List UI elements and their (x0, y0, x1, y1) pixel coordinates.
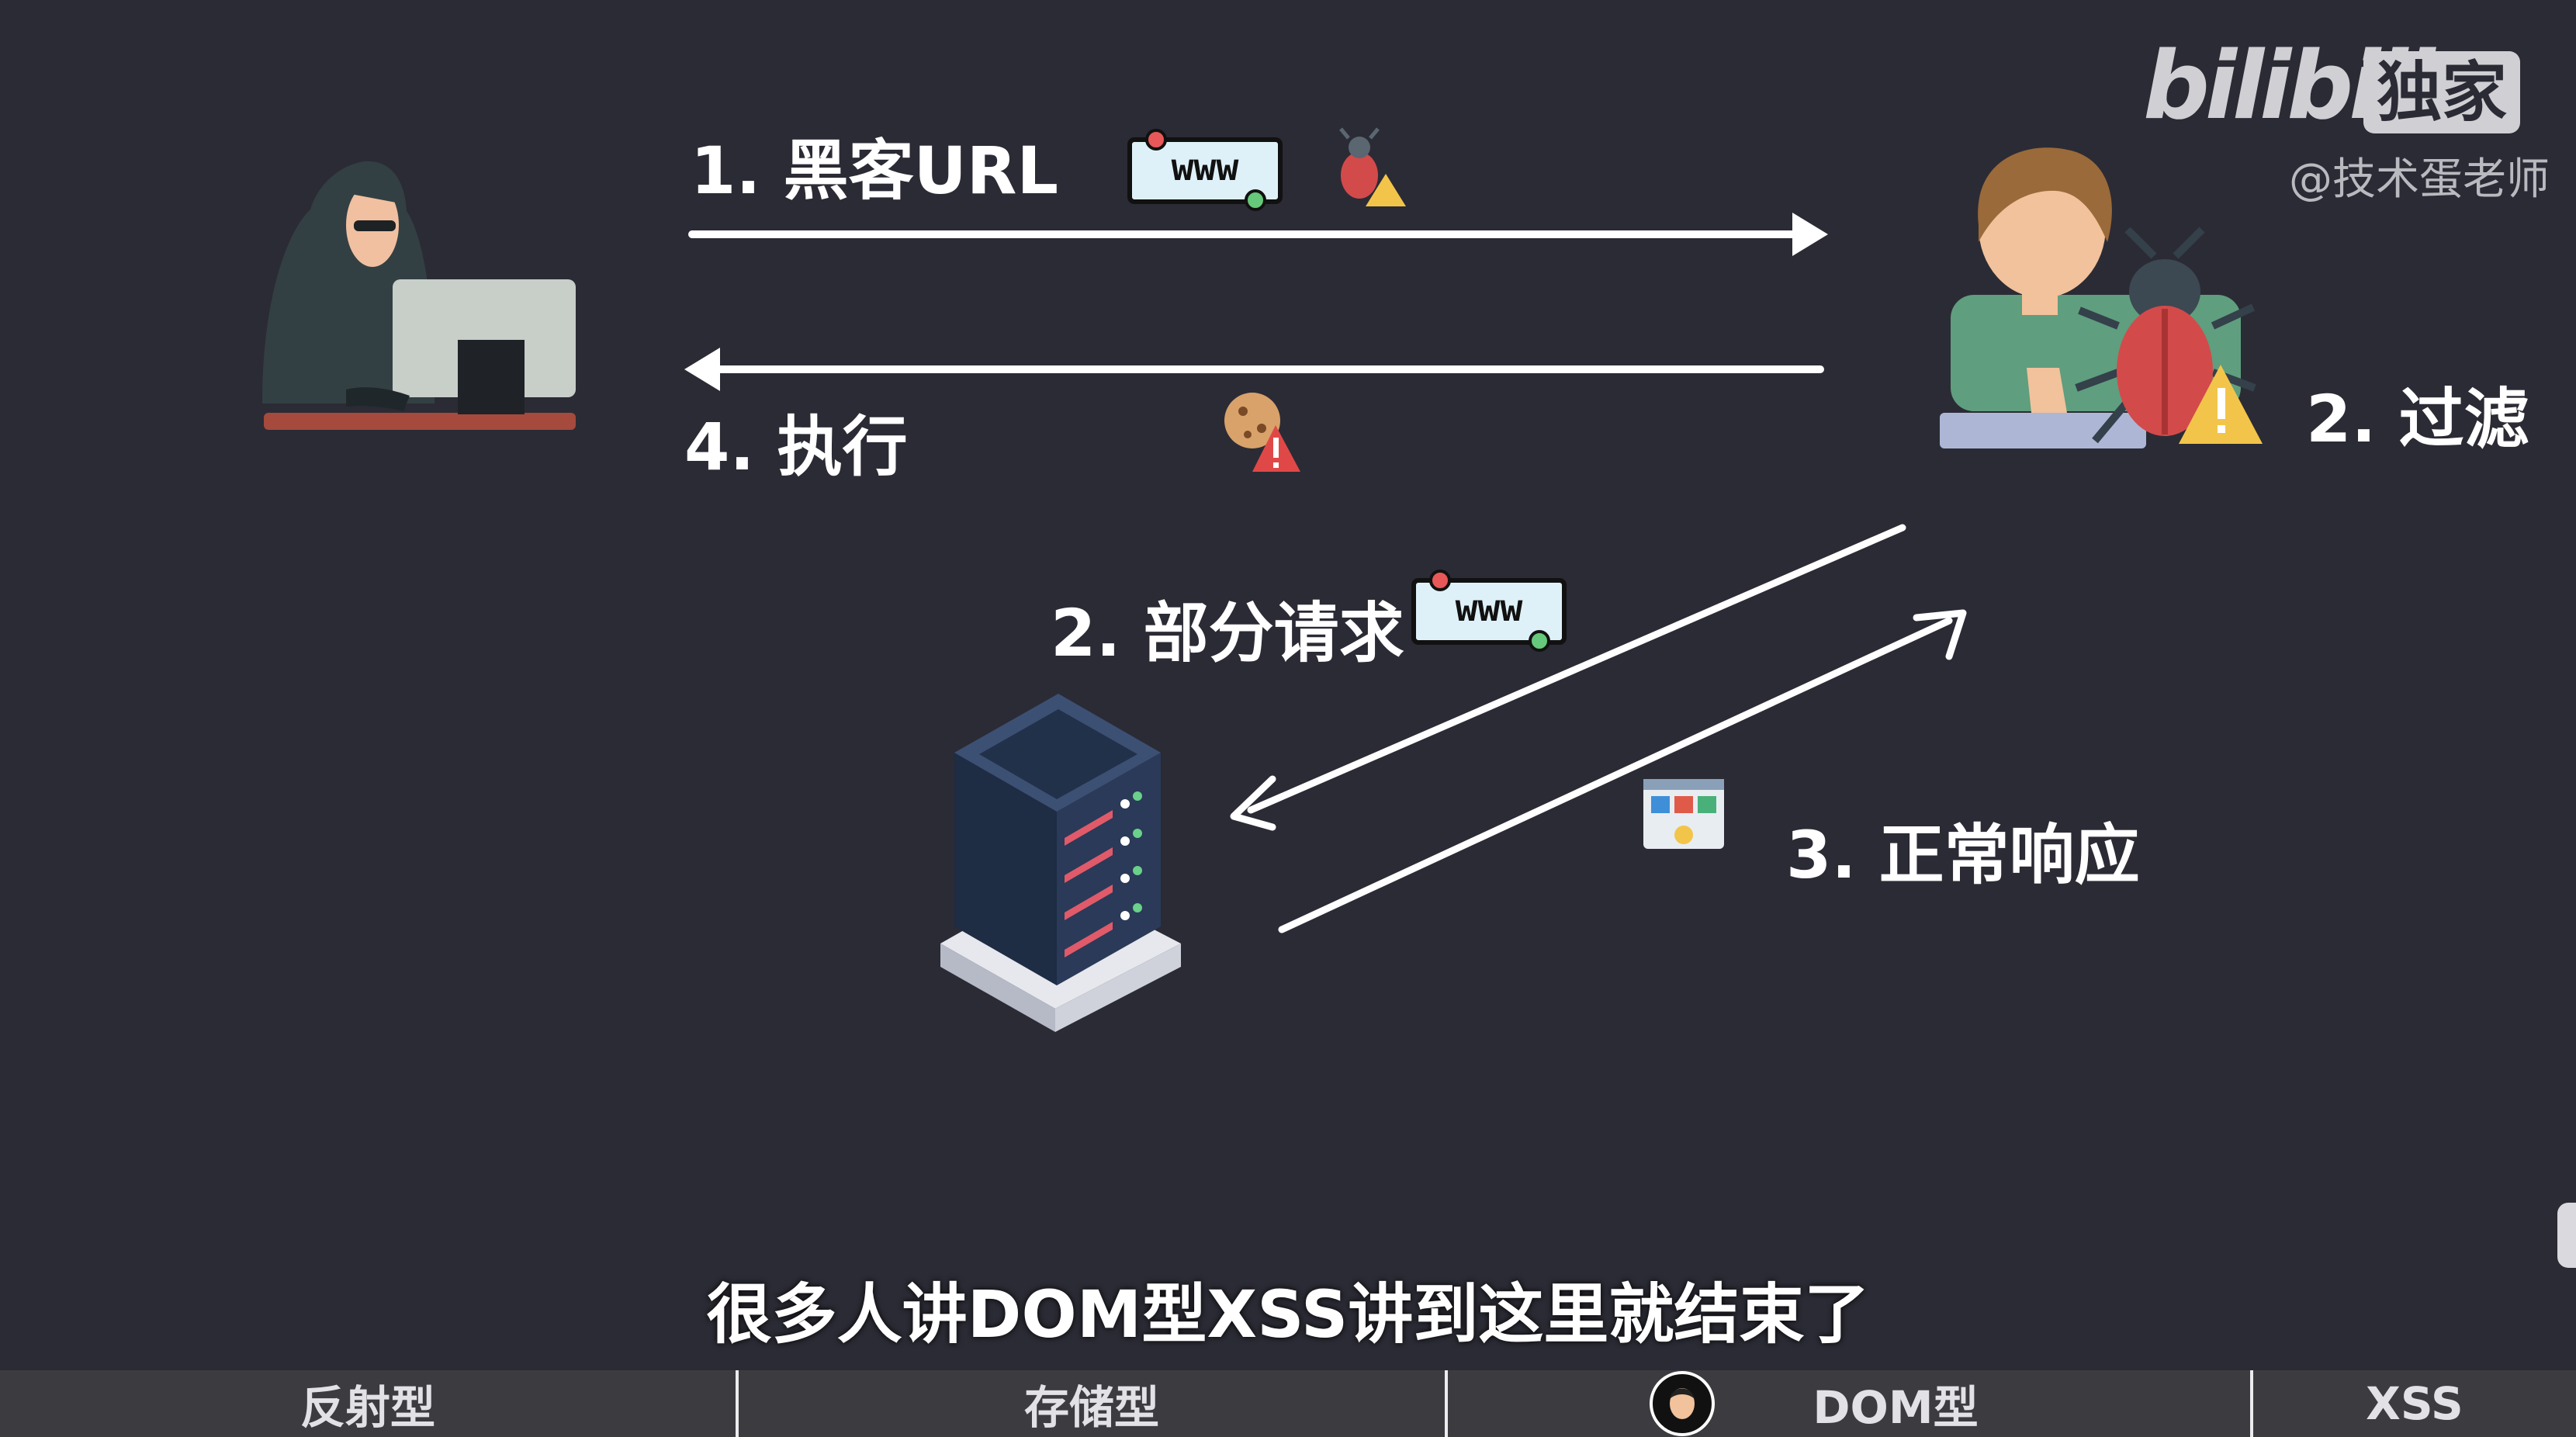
cookie-warning-icon (1224, 393, 1300, 472)
side-panel-handle[interactable] (2557, 1203, 2576, 1268)
playhead-avatar-icon (1650, 1371, 1715, 1436)
arrow-execute (684, 348, 1824, 391)
server-icon (940, 694, 1181, 1032)
label-step4-execute: 4. 执行 (684, 409, 908, 485)
url-www-icon: www (1127, 129, 1283, 211)
tab-divider (736, 1370, 739, 1437)
tab-dom[interactable]: DOM型 (1448, 1370, 2250, 1437)
exclusive-badge: 独家 (2363, 51, 2520, 133)
tab-stored[interactable]: 存储型 (739, 1370, 1445, 1437)
tab-dom-label: DOM型 (1813, 1381, 1979, 1434)
arrow-partial-request (1230, 524, 1906, 831)
label-step3-normal-response: 3. 正常响应 (1786, 817, 2140, 893)
arrow-normal-response (1278, 609, 1967, 933)
label-step1-hacker-url: 1. 黑客URL (691, 133, 1059, 209)
chapter-tab-bar: 反射型 存储型 DOM型 XSS (0, 1370, 2576, 1437)
author-watermark: @技术蛋老师 (2289, 154, 2550, 205)
tab-xss[interactable]: XSS (2253, 1370, 2576, 1437)
hacker-icon (262, 161, 576, 430)
tab-stored-label: 存储型 (1023, 1381, 1159, 1434)
tab-divider (1445, 1370, 1448, 1437)
webpage-icon (1643, 779, 1724, 849)
arrow-hacker-url (688, 213, 1828, 256)
tab-reflected-label: 反射型 (299, 1381, 435, 1434)
malware-bug-icon (2075, 227, 2263, 444)
url-www-icon-request: www (1411, 570, 1567, 652)
tab-reflected[interactable]: 反射型 (0, 1370, 736, 1437)
label-step2-filter: 2. 过滤 (2306, 381, 2529, 457)
url-badge-text-1: www (1172, 146, 1239, 189)
label-step2-partial-request: 2. 部分请求 (1051, 595, 1404, 671)
video-subtitle: 很多人讲DOM型XSS讲到这里就结束了 (706, 1276, 1870, 1352)
small-bug-icon (1339, 127, 1406, 206)
url-badge-text-2: www (1456, 587, 1523, 630)
tab-xss-label: XSS (2366, 1377, 2463, 1430)
tab-divider (2250, 1370, 2253, 1437)
